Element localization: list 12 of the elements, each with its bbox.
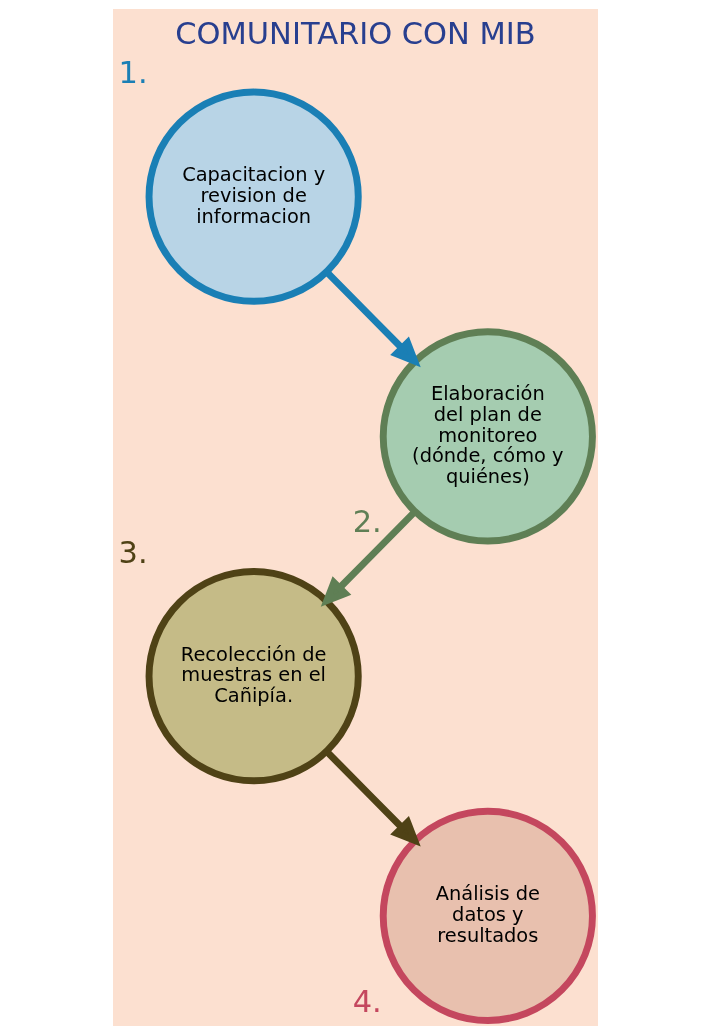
node-circle: Recolección de muestras en el Cañipía. bbox=[145, 568, 362, 785]
node-label: 3. bbox=[118, 534, 148, 570]
arrow bbox=[324, 749, 421, 847]
node-label: 2. bbox=[352, 504, 382, 540]
arrow bbox=[324, 270, 421, 368]
node-label: 1. bbox=[118, 55, 148, 91]
node-circle: Elaboración del plan de monitoreo (dónde, cómo y quiénes) bbox=[379, 328, 596, 545]
node-label: 4. bbox=[352, 983, 382, 1019]
arrow bbox=[320, 509, 417, 607]
node-circle: Análisis de datos y resultados bbox=[379, 807, 596, 1024]
node-circle: Capacitacion y revision de informacion bbox=[145, 88, 362, 305]
diagram-title: COMUNITARIO CON MIB bbox=[175, 16, 536, 52]
